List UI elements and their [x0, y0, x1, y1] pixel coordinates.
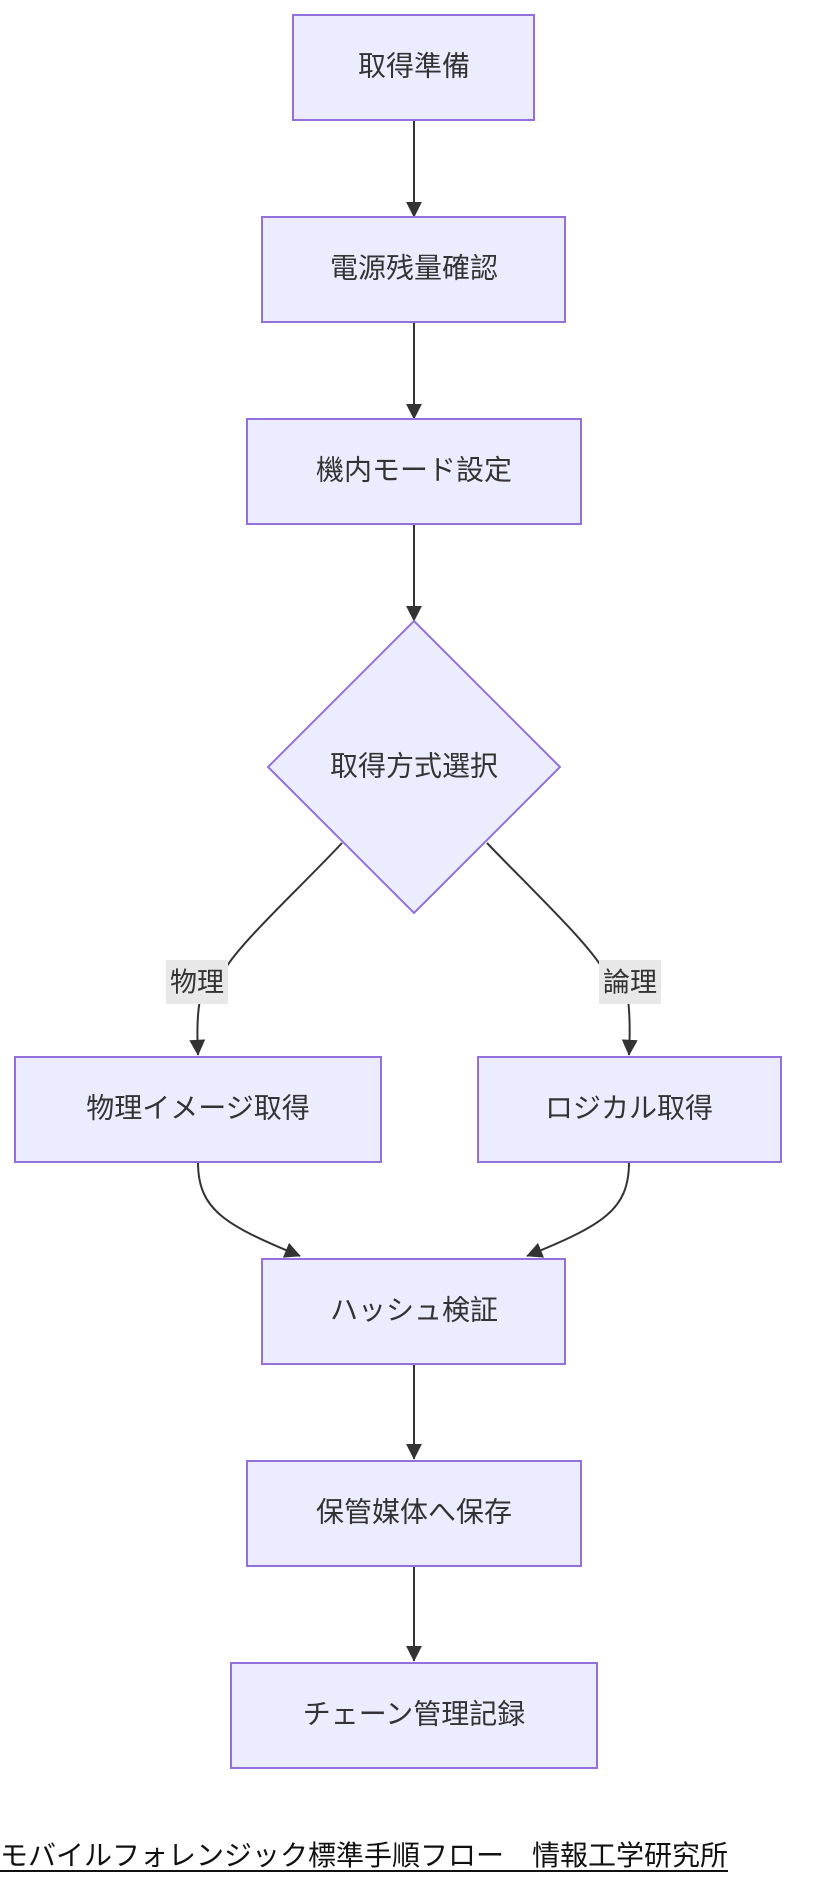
- node-logical-acquisition: ロジカル取得: [477, 1056, 782, 1163]
- edge-method-select-to-logical-acquisition: [486, 842, 638, 1056]
- node-hash-verify: ハッシュ検証: [261, 1258, 566, 1365]
- nodes: 取得準備 電源残量確認 機内モード設定 取得方式選択 物理イメージ取得 ロジカル…: [14, 14, 782, 1769]
- edge-labels: 物理 論理: [166, 960, 661, 1004]
- node-airplane-mode-label: 機内モード設定: [316, 454, 512, 487]
- node-physical-image: 物理イメージ取得: [14, 1056, 382, 1163]
- node-method-select-label: 取得方式選択: [330, 750, 498, 783]
- node-acquisition-prep-label: 取得準備: [358, 50, 470, 83]
- node-save-media: 保管媒体へ保存: [246, 1460, 582, 1567]
- edge-logical-acquisition-to-hash-verify: [526, 1161, 630, 1258]
- node-save-media-label: 保管媒体へ保存: [316, 1496, 512, 1529]
- node-logical-acquisition-label: ロジカル取得: [545, 1092, 713, 1125]
- node-hash-verify-label: ハッシュ検証: [330, 1294, 498, 1327]
- node-chain-of-custody-label: チェーン管理記録: [303, 1698, 526, 1731]
- edge-method-select-to-physical-image: [189, 842, 343, 1056]
- node-method-select: 取得方式選択: [266, 619, 562, 915]
- node-acquisition-prep: 取得準備: [292, 14, 535, 121]
- node-physical-image-label: 物理イメージ取得: [86, 1092, 309, 1125]
- edge-label-physical-bg: [166, 960, 228, 1004]
- node-battery-check: 電源残量確認: [261, 216, 566, 323]
- node-battery-check-label: 電源残量確認: [330, 252, 498, 285]
- node-chain-of-custody: チェーン管理記録: [230, 1662, 598, 1769]
- footer-caption: モバイルフォレンジック標準手順フロー 情報工学研究所: [0, 1839, 729, 1872]
- edge-label-logical-bg: [599, 960, 661, 1004]
- edge-physical-image-to-hash-verify: [197, 1161, 301, 1258]
- node-airplane-mode: 機内モード設定: [246, 418, 582, 525]
- edge-label-physical: 物理: [170, 968, 224, 999]
- edge-label-logical: 論理: [603, 968, 657, 999]
